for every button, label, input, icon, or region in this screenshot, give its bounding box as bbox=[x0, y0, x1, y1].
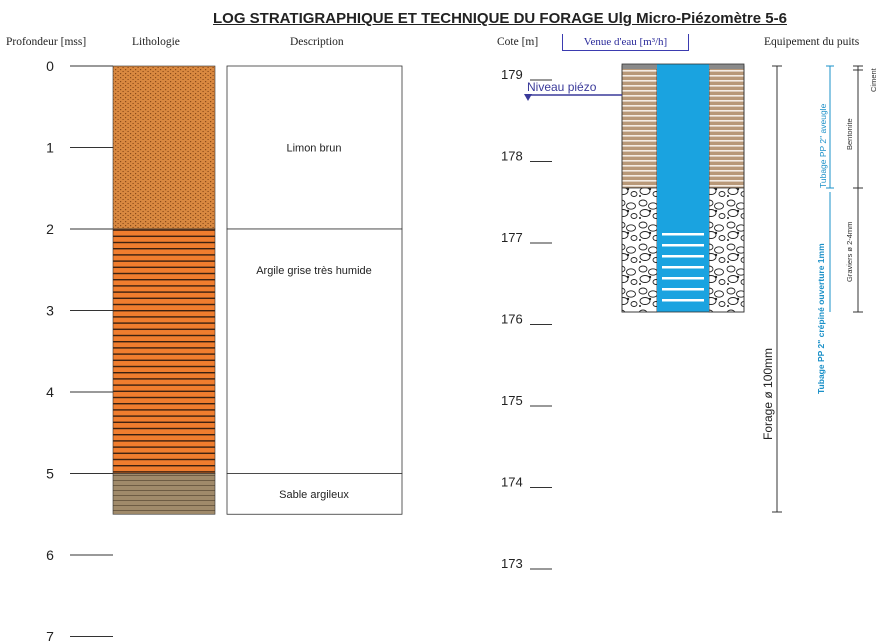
cote-tick-label: 173 bbox=[501, 556, 523, 571]
bentonite-fill-right bbox=[708, 65, 745, 189]
cote-header: Cote [m] bbox=[497, 36, 539, 48]
gravel-pack-right bbox=[708, 187, 745, 313]
tubage-aveugle-indicator: Tubage PP 2" aveugle bbox=[818, 65, 834, 189]
description-text: Limon brun bbox=[286, 143, 341, 155]
depth-tick-label: 1 bbox=[46, 140, 54, 156]
cote-tick-label: 177 bbox=[501, 230, 523, 245]
gravel-pack-left bbox=[621, 187, 658, 313]
equipment-header: Equipement du puits bbox=[764, 36, 860, 48]
depth-tick-label: 4 bbox=[46, 384, 54, 400]
description-header: Description bbox=[290, 36, 344, 48]
tubage-crepine-label: Tubage PP 2" crépiné ouverture 1mm bbox=[816, 243, 826, 394]
annulus-indicators: Ciment Bentonite Graviers ø 2-4mm bbox=[845, 65, 878, 313]
niveau-piezo-marker: Niveau piézo bbox=[524, 80, 622, 101]
screen-slots bbox=[662, 233, 704, 302]
cote-tick-label: 178 bbox=[501, 149, 523, 164]
description-text: Sable argileux bbox=[279, 489, 349, 501]
niveau-piezo-label: Niveau piézo bbox=[527, 80, 597, 94]
lithology-column bbox=[112, 65, 216, 515]
description-text: Argile grise très humide bbox=[256, 265, 372, 277]
forage-label: Forage ø 100mm bbox=[761, 348, 775, 440]
depth-tick-label: 0 bbox=[46, 58, 54, 74]
well-completion bbox=[621, 63, 745, 313]
depth-tick-label: 2 bbox=[46, 221, 54, 237]
lithology-layer bbox=[112, 228, 216, 474]
cote-tick-label: 175 bbox=[501, 393, 523, 408]
description-box bbox=[226, 473, 403, 515]
bentonite-fill-left bbox=[621, 65, 658, 189]
bentonite-label: Bentonite bbox=[845, 118, 854, 150]
well-tube bbox=[657, 64, 709, 312]
cote-tick-label: 176 bbox=[501, 312, 523, 327]
cote-tick-label: 174 bbox=[501, 475, 523, 490]
depth-tick-label: 5 bbox=[46, 466, 54, 482]
venue-eau-header: Venue d'eau [m³/h] bbox=[562, 34, 689, 51]
cote-axis: 179 178 177 176 175 174 173 bbox=[501, 67, 552, 571]
depth-header: Profondeur [mss] bbox=[6, 36, 87, 48]
graviers-label: Graviers ø 2-4mm bbox=[845, 222, 854, 282]
depth-tick-label: 6 bbox=[46, 547, 54, 563]
description-box bbox=[226, 228, 403, 474]
lithology-layer bbox=[112, 473, 216, 515]
lithology-layer bbox=[112, 65, 216, 230]
lithology-header: Lithologie bbox=[132, 36, 180, 48]
tubage-crepine-indicator: Tubage PP 2" crépiné ouverture 1mm bbox=[816, 192, 831, 394]
forage-indicator: Forage ø 100mm bbox=[761, 65, 782, 513]
cote-tick-label: 179 bbox=[501, 67, 523, 82]
description-box bbox=[226, 65, 403, 230]
tubage-aveugle-label: Tubage PP 2" aveugle bbox=[818, 103, 828, 188]
ciment-label: Ciment bbox=[869, 67, 878, 92]
depth-tick-label: 7 bbox=[46, 629, 54, 641]
depth-axis: 0 1 2 3 4 5 6 7 bbox=[46, 58, 113, 641]
depth-tick-label: 3 bbox=[46, 303, 54, 319]
venue-eau-label: Venue d'eau [m³/h] bbox=[583, 36, 668, 48]
log-title: LOG STRATIGRAPHIQUE ET TECHNIQUE DU FORA… bbox=[213, 10, 787, 27]
